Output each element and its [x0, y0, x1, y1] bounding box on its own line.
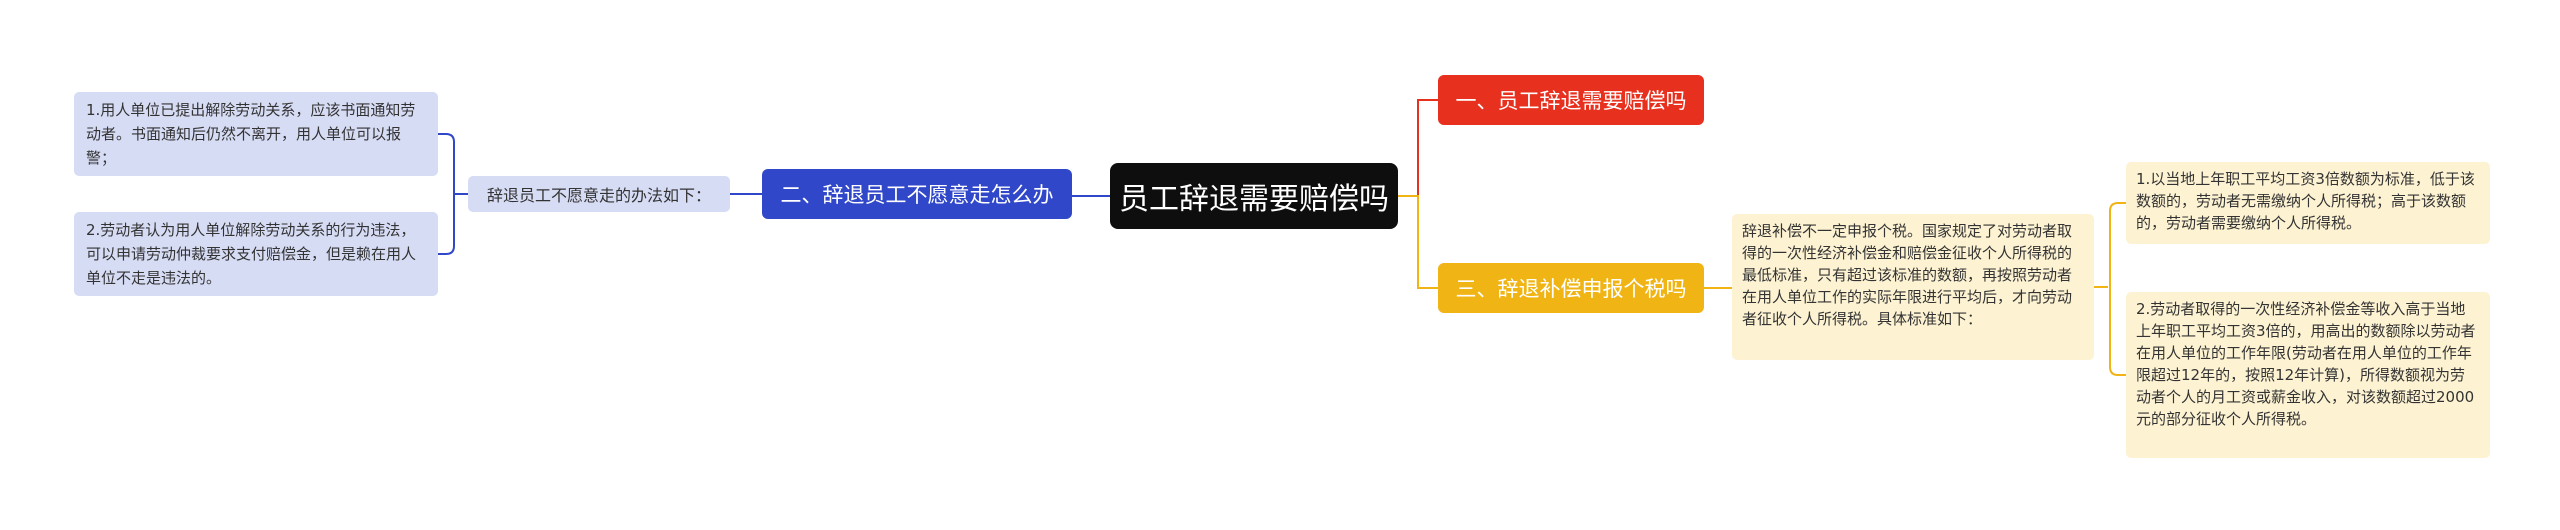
branch-2-leaf-2[interactable]: 2.劳动者认为用人单位解除劳动关系的行为违法，可以申请劳动仲裁要求支付赔偿金，但… [74, 212, 438, 296]
branch-3-leaf-1[interactable]: 1.以当地上年职工平均工资3倍数额为标准，低于该数额的，劳动者无需缴纳个人所得税… [2126, 162, 2490, 244]
branch-2-subtopic[interactable]: 辞退员工不愿意走的办法如下： [468, 176, 730, 212]
root-topic-label: 员工辞退需要赔偿吗 [1119, 182, 1389, 217]
branch-3-leaf-2-text: 2.劳动者取得的一次性经济补偿金等收入高于当地上年职工平均工资3倍的，用高出的数… [2136, 300, 2476, 428]
branch-2-topic[interactable]: 二、辞退员工不愿意走怎么办 [762, 169, 1072, 219]
branch-2-leaf-2-text: 2.劳动者认为用人单位解除劳动关系的行为违法，可以申请劳动仲裁要求支付赔偿金，但… [86, 221, 417, 287]
branch-2-leaf-1-text: 1.用人单位已提出解除劳动关系，应该书面通知劳动者。书面通知后仍然不离开，用人单… [86, 101, 416, 167]
connector-root-branch3 [1398, 195, 1438, 289]
branch-2-label: 二、辞退员工不愿意走怎么办 [780, 183, 1054, 207]
root-topic[interactable]: 员工辞退需要赔偿吗 [1110, 163, 1398, 229]
connector-root-branch1 [1398, 99, 1438, 197]
branch-3-subtopic-text: 辞退补偿不一定申报个税。国家规定了对劳动者取得的一次性经济补偿金和赔偿金征收个人… [1742, 222, 2073, 328]
branch-2-leaf-1[interactable]: 1.用人单位已提出解除劳动关系，应该书面通知劳动者。书面通知后仍然不离开，用人单… [74, 92, 438, 176]
connector-sub-leaves [438, 133, 468, 255]
branch-3-topic[interactable]: 三、辞退补偿申报个税吗 [1438, 263, 1704, 313]
branch-3-subtopic[interactable]: 辞退补偿不一定申报个税。国家规定了对劳动者取得的一次性经济补偿金和赔偿金征收个人… [1732, 214, 2094, 360]
branch-3-leaf-1-text: 1.以当地上年职工平均工资3倍数额为标准，低于该数额的，劳动者无需缴纳个人所得税… [2136, 170, 2475, 232]
branch-2-subtopic-label: 辞退员工不愿意走的办法如下： [486, 186, 711, 205]
connector-mid-leaves [2094, 202, 2126, 376]
branch-3-label: 三、辞退补偿申报个税吗 [1455, 277, 1687, 301]
branch-3-leaf-2[interactable]: 2.劳动者取得的一次性经济补偿金等收入高于当地上年职工平均工资3倍的，用高出的数… [2126, 292, 2490, 458]
branch-1-label: 一、员工辞退需要赔偿吗 [1455, 89, 1687, 113]
branch-1-topic[interactable]: 一、员工辞退需要赔偿吗 [1438, 75, 1704, 125]
